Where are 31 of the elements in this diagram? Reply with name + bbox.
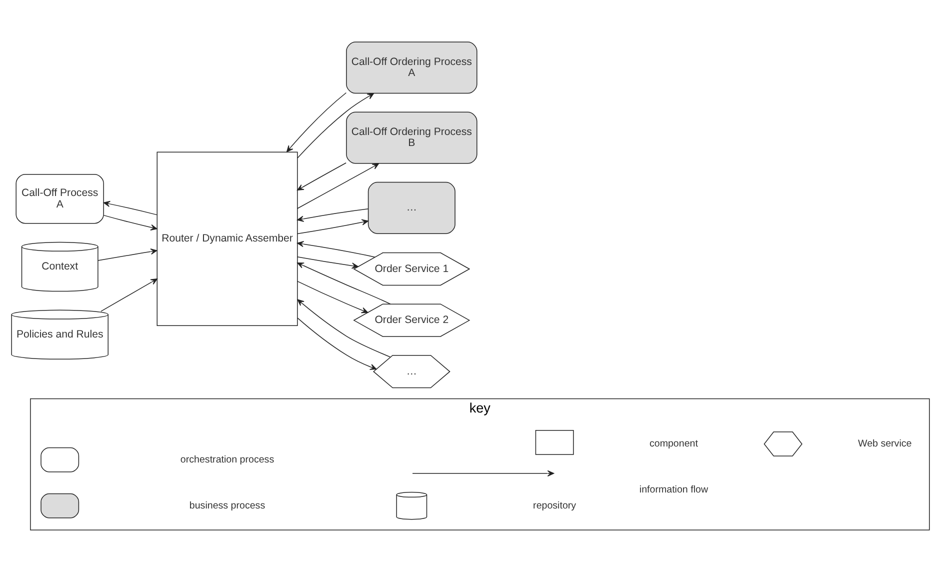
arrow	[286, 92, 347, 152]
arrow	[100, 278, 158, 312]
legend-label: component	[649, 438, 698, 450]
legend-label: information flow	[639, 484, 708, 496]
arrow	[297, 280, 368, 313]
arrow	[103, 200, 158, 215]
node-hexagon	[764, 431, 802, 456]
node-box	[40, 446, 80, 472]
arrow	[103, 214, 158, 230]
node-box: Call-Off Process A	[16, 174, 104, 224]
arrow	[297, 317, 377, 370]
node-box	[535, 430, 574, 454]
legend-label: repository	[533, 500, 576, 511]
arrow	[297, 298, 391, 357]
legend-label: business process	[189, 500, 266, 511]
legend-label: Web service	[858, 438, 912, 450]
arrow	[297, 208, 368, 222]
arrow	[297, 256, 358, 268]
arrow	[297, 240, 376, 257]
arrow	[297, 92, 374, 158]
node-box	[40, 492, 80, 518]
node-box: Call-Off Ordering Process A	[346, 41, 478, 94]
arrow	[297, 162, 346, 190]
arrow	[297, 218, 368, 234]
arrow	[297, 162, 380, 208]
arrow	[297, 262, 391, 304]
node-box: Call-Off Ordering Process B	[346, 111, 478, 164]
arrow	[98, 248, 158, 260]
node-box: Router / Dynamic Assember	[156, 151, 298, 326]
legend-label: orchestration process	[180, 454, 274, 465]
node-box: …	[368, 181, 456, 234]
